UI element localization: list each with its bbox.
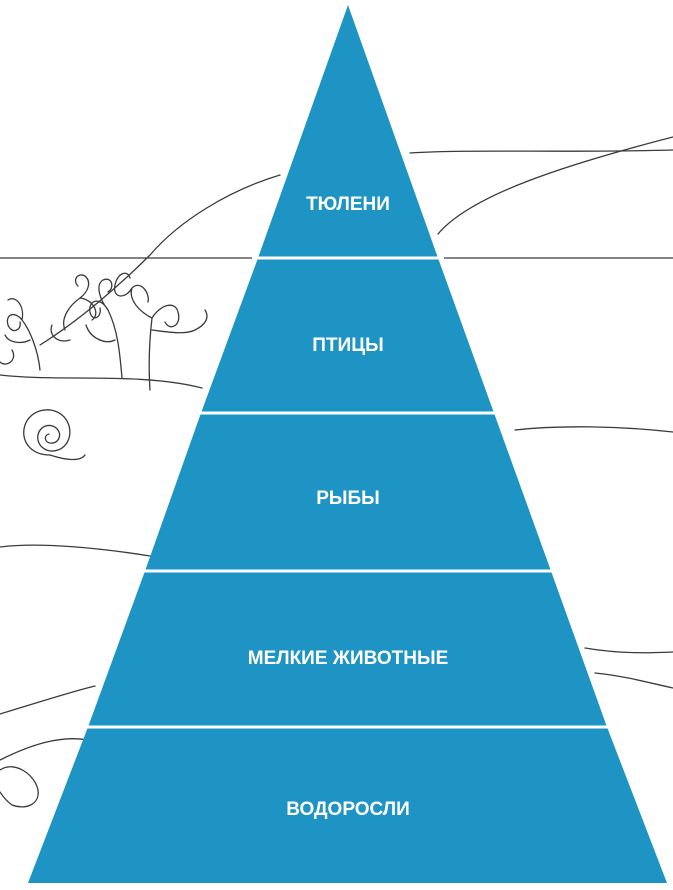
pyramid-level-birds <box>201 258 494 413</box>
right-wave-line-3 <box>594 672 673 689</box>
pyramid-label-fish: РЫБЫ <box>316 488 380 509</box>
pyramid-label-birds: ПТИЦЫ <box>312 335 383 356</box>
left-wave-line <box>0 544 151 557</box>
right-hill-curve <box>437 136 673 235</box>
left-wave-line-3 <box>0 738 89 761</box>
shell-icon <box>23 409 86 461</box>
left-wave-line-2 <box>0 685 96 715</box>
background-sketch <box>0 136 673 808</box>
pyramid-label-small-animals: МЕЛКИЕ ЖИВОТНЫЕ <box>248 648 449 669</box>
pyramid-level-algae <box>28 727 667 883</box>
right-wave-line-2 <box>584 647 673 654</box>
pyramid-level-seals <box>258 5 438 258</box>
left-hill-curve <box>39 174 281 346</box>
left-ground-line <box>0 374 203 389</box>
pyramid-label-seals: ТЮЛЕНИ <box>306 194 390 215</box>
right-hill-line <box>409 149 673 154</box>
food-pyramid: ТЮЛЕНИ ПТИЦЫ РЫБЫ МЕЛКИЕ ЖИВОТНЫЕ ВОДОРО… <box>28 5 667 883</box>
pyramid-label-algae: ВОДОРОСЛИ <box>286 799 410 820</box>
pyramid-level-fish <box>145 413 551 571</box>
seaweed-icon <box>0 272 208 391</box>
pyramid-level-small-animals <box>88 571 607 727</box>
rock-outline <box>0 766 39 808</box>
right-wave-line <box>514 426 673 433</box>
